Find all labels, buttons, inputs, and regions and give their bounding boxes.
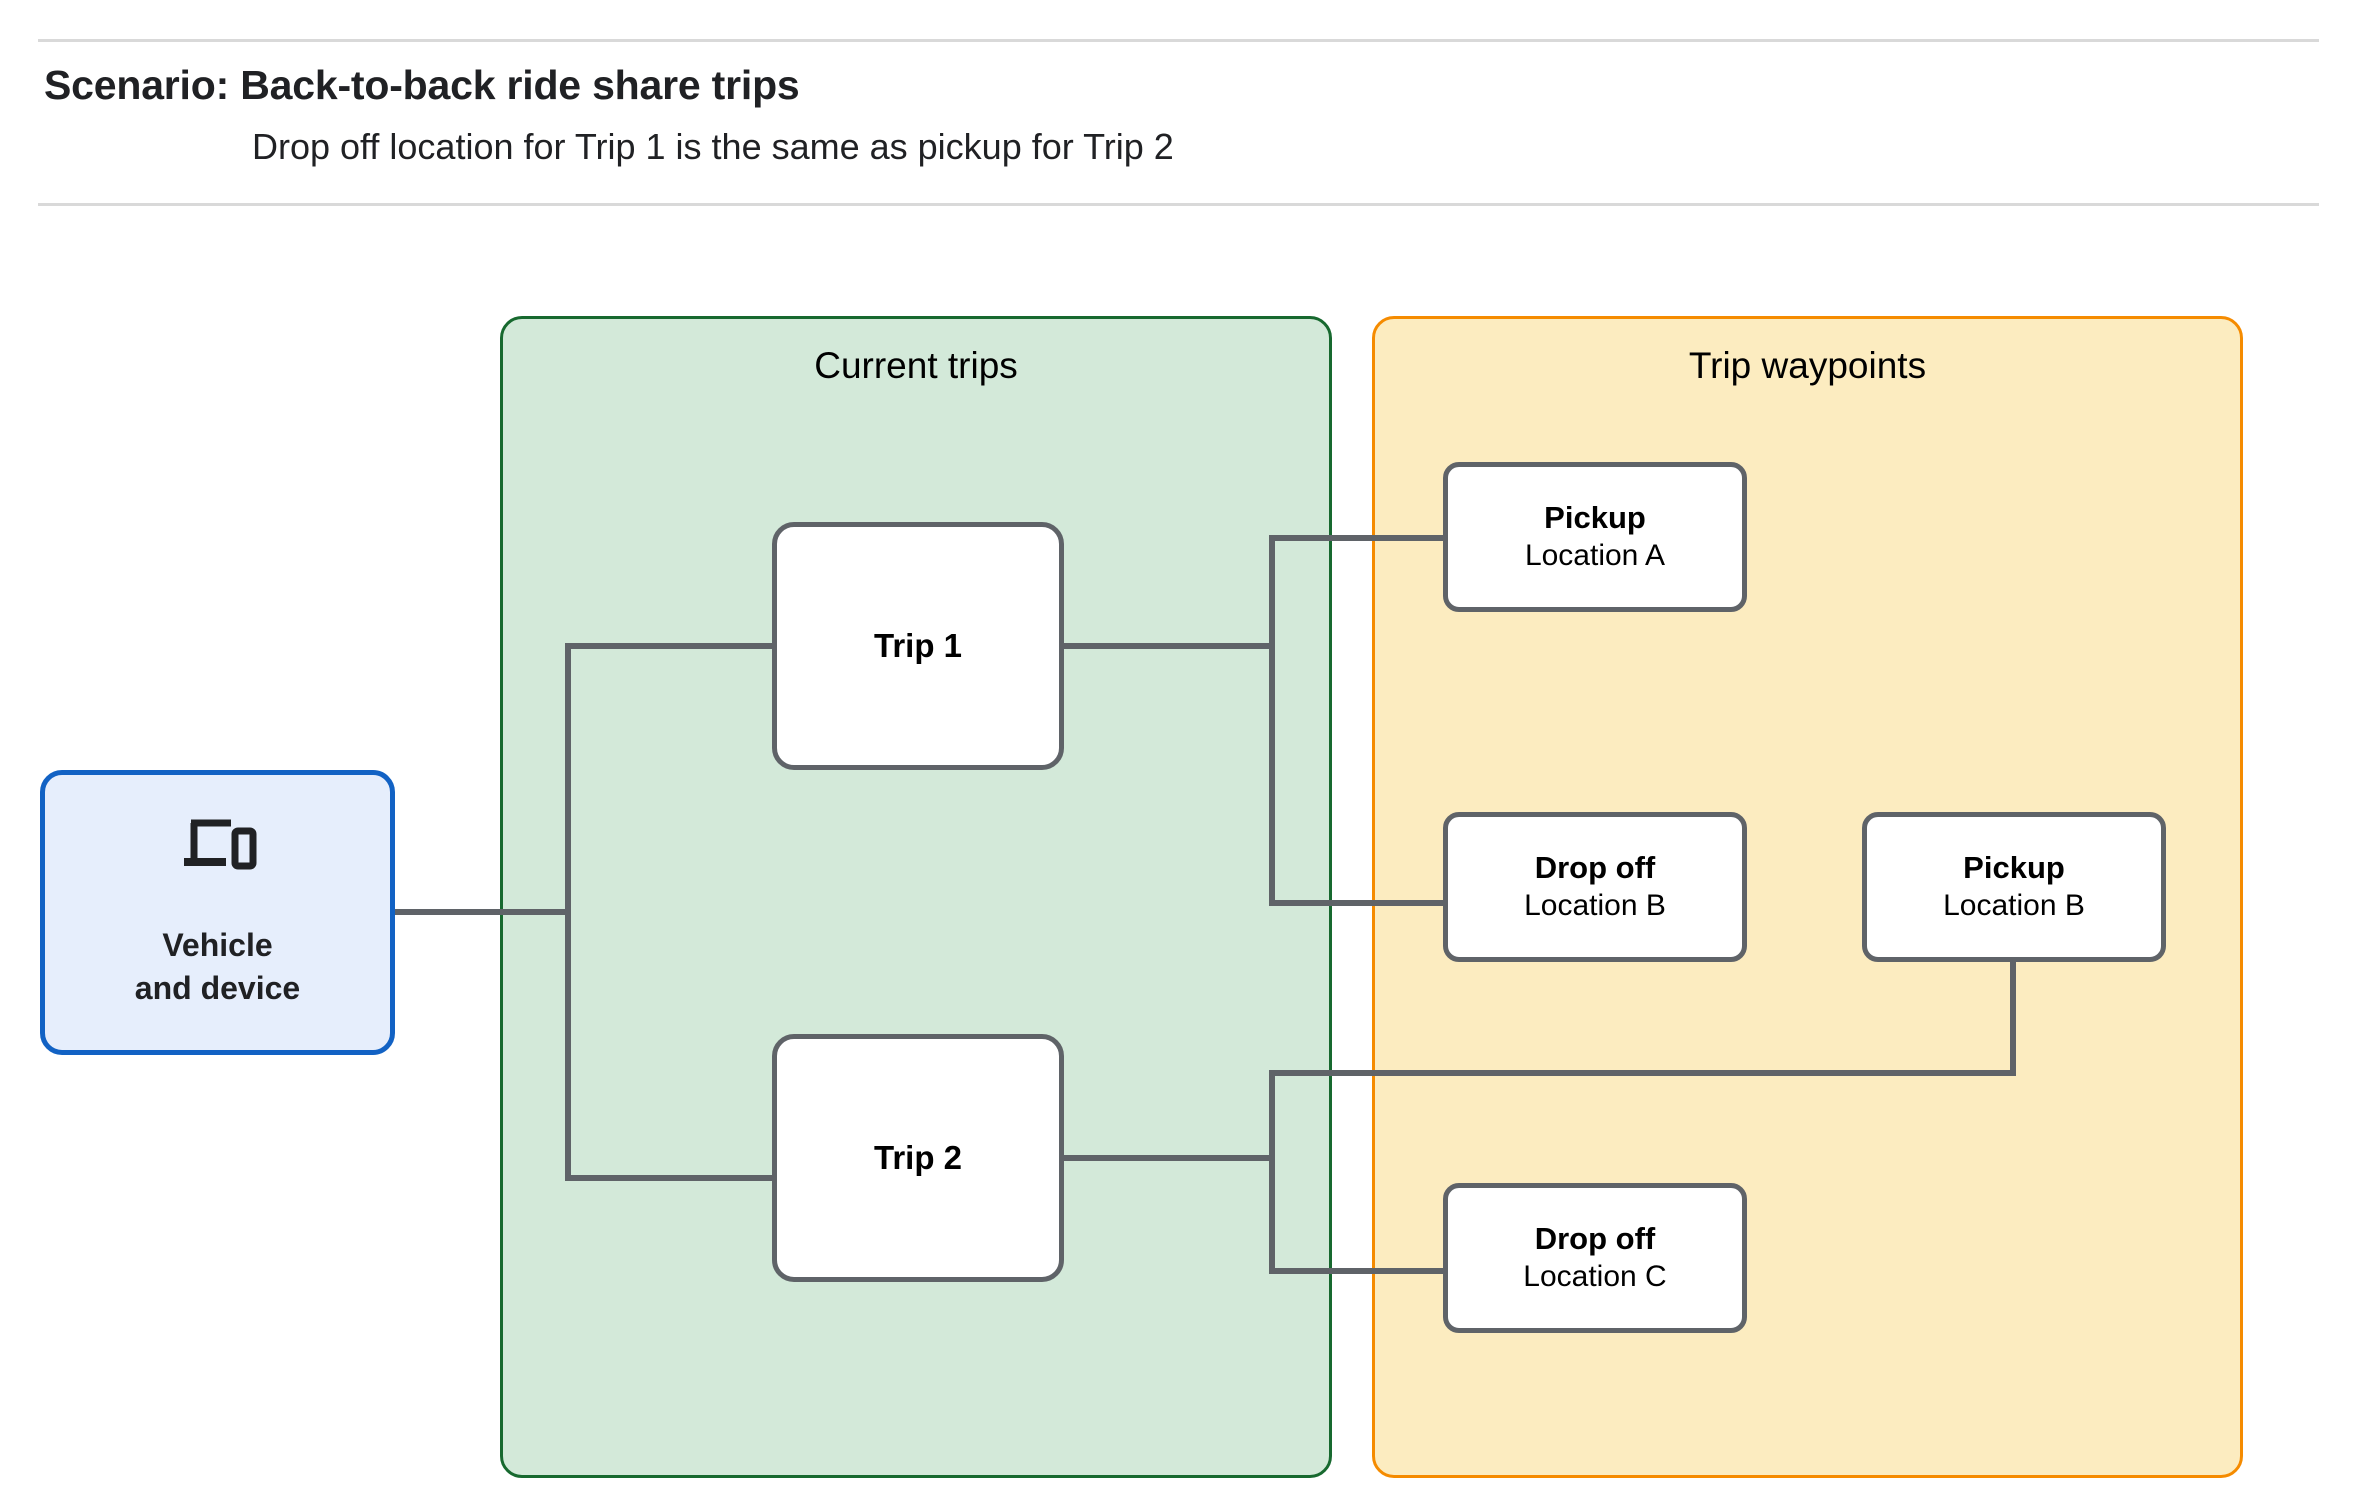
vehicle-label-line-1: Vehicle [162, 927, 273, 964]
node-waypoint-dropoff-b[interactable]: Drop off Location B [1443, 812, 1747, 962]
panel-trip-waypoints-title: Trip waypoints [1688, 345, 1927, 386]
waypoint-pickup-a-type: Pickup [1544, 499, 1646, 535]
node-waypoint-pickup-a[interactable]: Pickup Location A [1443, 462, 1747, 612]
waypoint-dropoff-c-location: Location C [1523, 1260, 1667, 1294]
waypoint-pickup-b-type: Pickup [1963, 849, 2065, 885]
waypoint-pickup-a-location: Location A [1524, 539, 1666, 573]
panel-current-trips-title: Current trips [814, 345, 1018, 386]
devices-icon [183, 819, 256, 870]
node-waypoint-pickup-b[interactable]: Pickup Location B [1862, 812, 2166, 962]
waypoint-dropoff-b-location: Location B [1524, 889, 1666, 923]
waypoint-pickup-b-location: Location B [1943, 889, 2085, 923]
vehicle-label: Vehicle and device [135, 924, 300, 1008]
trip-1-label: Trip 1 [873, 627, 963, 664]
page-title: Scenario: Back-to-back ride share trips [44, 62, 800, 108]
waypoint-dropoff-c-type: Drop off [1534, 1220, 1656, 1256]
node-trip-1[interactable]: Trip 1 [772, 522, 1064, 770]
node-waypoint-dropoff-c[interactable]: Drop off Location C [1443, 1183, 1747, 1333]
vehicle-label-line-2: and device [134, 969, 301, 1006]
page-subtitle: Drop off location for Trip 1 is the same… [252, 126, 1174, 167]
waypoint-dropoff-b-type: Drop off [1534, 849, 1656, 885]
header-divider-bottom [38, 203, 2319, 206]
node-vehicle-and-device[interactable]: Vehicle and device [40, 770, 395, 1055]
node-trip-2[interactable]: Trip 2 [772, 1034, 1064, 1282]
trip-2-label: Trip 2 [873, 1139, 963, 1176]
header-divider-top [38, 39, 2319, 42]
panel-current-trips: Current trips [500, 316, 1332, 1478]
